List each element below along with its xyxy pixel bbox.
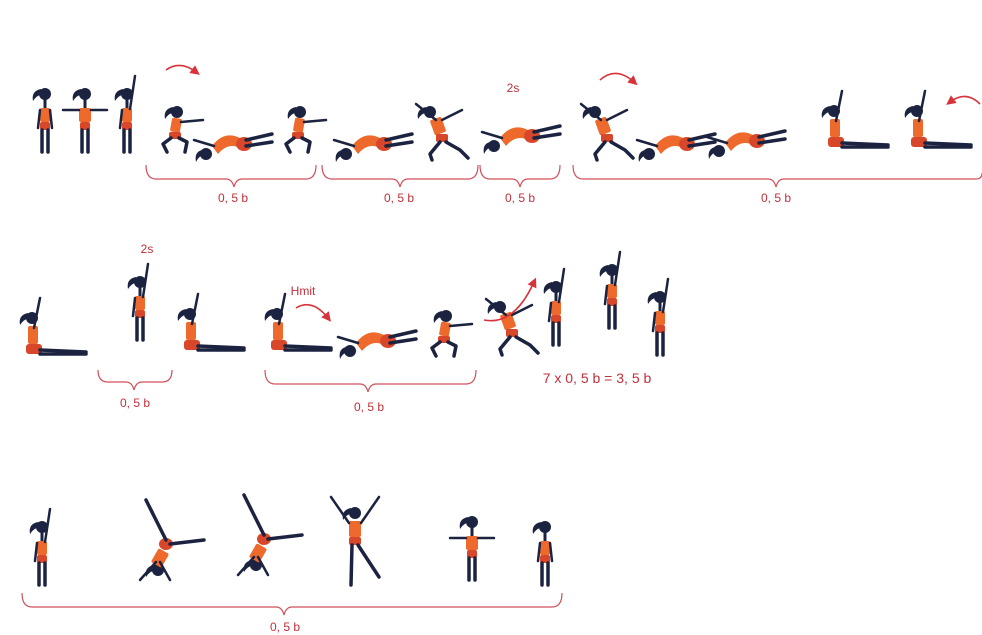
rotation-arrow xyxy=(166,65,196,72)
gymnast-figure xyxy=(432,310,472,356)
segment-label: 0, 5 b xyxy=(761,191,791,205)
gymnast-figure xyxy=(334,134,412,162)
gymnast-figure xyxy=(486,299,538,355)
gymnast-figure xyxy=(238,495,302,575)
gymnast-figure xyxy=(600,252,620,328)
gymnast-figure xyxy=(194,134,272,162)
gymnast-figure xyxy=(581,104,633,160)
brace xyxy=(573,165,982,187)
gymnast-figure xyxy=(648,279,668,355)
gymnast-figure xyxy=(128,264,148,340)
segment-label: 0, 5 b xyxy=(505,191,535,205)
hold-label: Hmit xyxy=(291,284,316,298)
gymnast-figure xyxy=(450,516,494,580)
brace xyxy=(265,370,476,392)
row-1-figures xyxy=(33,76,971,162)
rotation-arrow xyxy=(484,282,534,321)
segment-label: 0, 5 b xyxy=(270,620,300,634)
gymnast-figure xyxy=(822,91,888,147)
brace xyxy=(22,593,562,615)
gymnast-figure xyxy=(637,134,715,162)
gymnast-figure xyxy=(140,500,204,580)
row-3-figures xyxy=(30,495,552,585)
rotation-arrow xyxy=(600,73,634,82)
segment-label: 0, 5 b xyxy=(354,400,384,414)
gymnast-figure xyxy=(265,294,331,350)
gymnast-figure xyxy=(286,106,326,152)
gymnast-figure xyxy=(20,298,86,354)
gymnast-figure xyxy=(905,91,971,147)
gymnast-figure xyxy=(482,126,560,154)
gymnast-figure xyxy=(416,104,468,160)
gymnast-figure xyxy=(115,76,135,152)
total-score-label: 7 x 0, 5 b = 3, 5 b xyxy=(543,370,652,386)
segment-label: 0, 5 b xyxy=(120,396,150,410)
gymnast-figure xyxy=(707,131,785,159)
gymnast-figure xyxy=(163,106,203,152)
gymnast-figure xyxy=(63,88,107,152)
row-2-figures xyxy=(20,252,668,359)
brace xyxy=(146,165,316,187)
brace xyxy=(322,165,478,187)
gymnast-figure xyxy=(338,331,416,359)
segment-label: 0, 5 b xyxy=(218,191,248,205)
gymnast-figure xyxy=(331,497,379,585)
hold-time-label: 2s xyxy=(141,242,154,256)
gymnast-figure xyxy=(544,269,564,345)
segment-label: 0, 5 b xyxy=(384,191,414,205)
brace xyxy=(98,370,172,390)
gymnast-figure xyxy=(178,294,244,350)
rotation-arrow xyxy=(296,305,328,318)
gymnast-figure xyxy=(33,88,52,152)
gymnast-figure xyxy=(533,521,552,585)
brace xyxy=(480,165,560,187)
rotation-arrow xyxy=(950,96,980,104)
gymnast-figure xyxy=(30,509,50,585)
hold-time-label: 2s xyxy=(507,81,520,95)
